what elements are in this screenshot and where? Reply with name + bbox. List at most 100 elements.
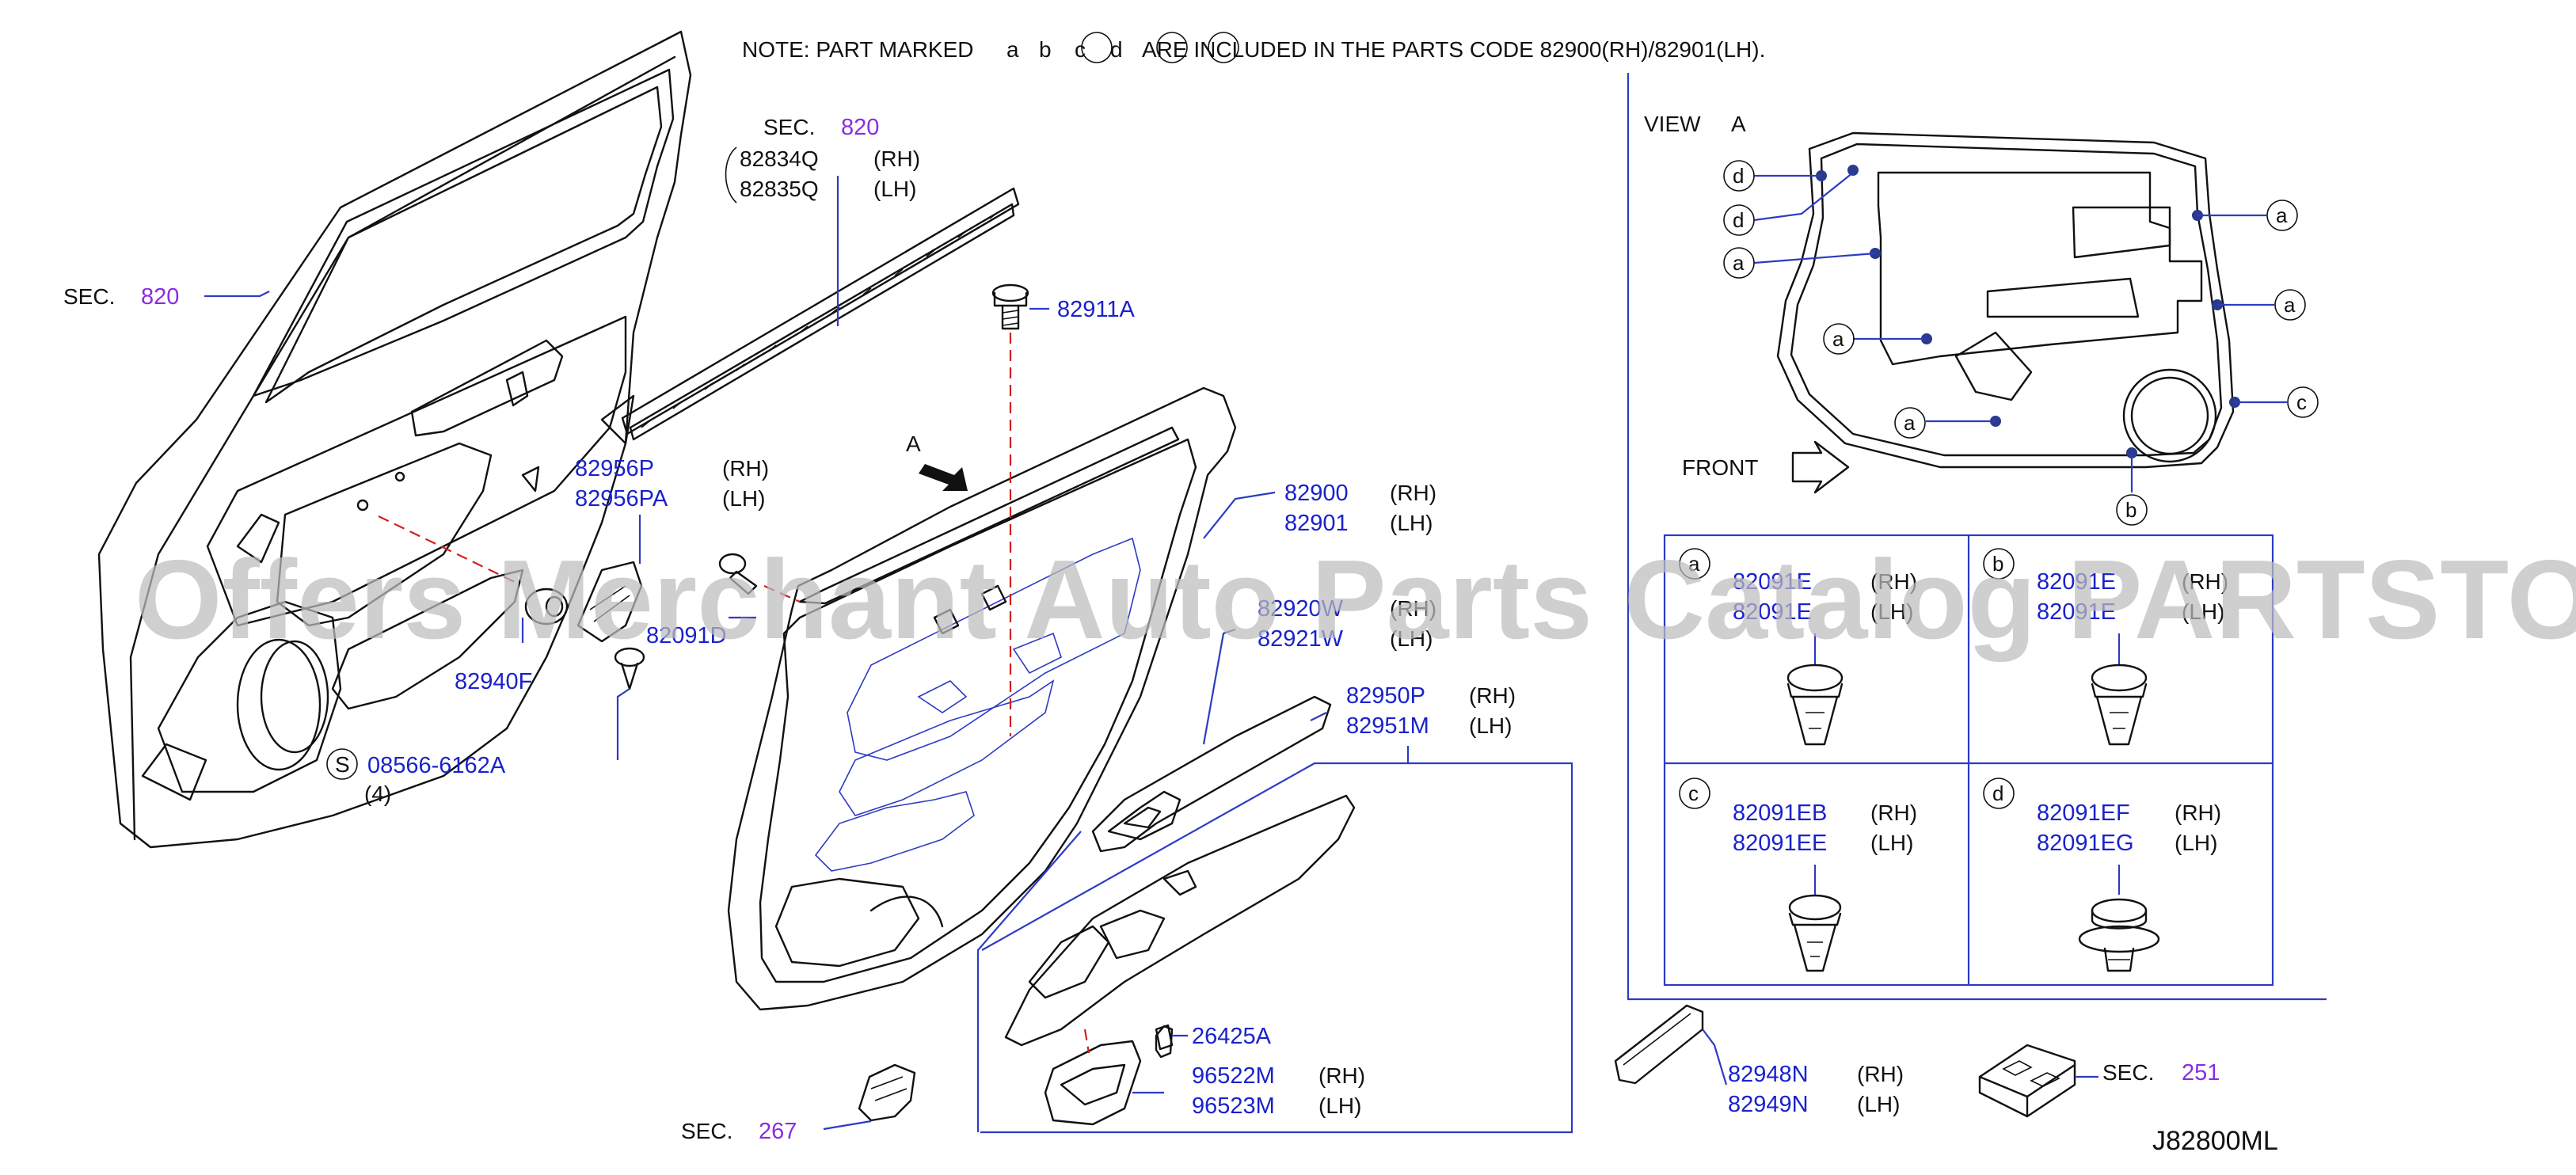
view-a-letter: A <box>1731 112 1746 136</box>
note-mark-d: d <box>1110 37 1123 62</box>
clip-d-side-lh: (LH) <box>2175 831 2217 855</box>
clip-table: a 82091E (RH) 82091E (LH) b 82091E (RH) … <box>1663 534 2274 987</box>
clip-mark-c: c <box>1688 781 1699 805</box>
clip-c-side-lh: (LH) <box>1870 831 1913 855</box>
front-arrow-icon <box>1791 440 1850 494</box>
clip-d-part-lh: 82091EG <box>2037 831 2134 856</box>
bracket-part-lh: 82956PA <box>575 486 668 511</box>
clip-c-part-rh: 82091EB <box>1733 800 1827 826</box>
switch-sec-251-icon <box>1978 1044 2076 1118</box>
note-circle-d <box>1156 32 1188 63</box>
weatherstrip-drawing <box>621 187 1020 441</box>
bracket-side-lh: (LH) <box>722 486 765 511</box>
clip-mark-b: b <box>1992 552 2003 576</box>
clip-b-icon <box>2091 664 2148 746</box>
svg-text:a: a <box>1832 327 1844 351</box>
note-line: NOTE: PART MARKED a b c d ARE INCLUDED I… <box>742 32 1765 63</box>
switch-side-rh: (RH) <box>1318 1063 1365 1088</box>
clip-part: 82091D <box>646 623 727 648</box>
pocket-part-lh: 82921W <box>1258 626 1344 652</box>
clip-82091d-icon <box>718 553 758 595</box>
cover-82948n-icon <box>1614 1004 1704 1085</box>
clip-c-icon <box>1788 894 1842 972</box>
note-suffix: ARE INCLUDED IN THE PARTS CODE 82900(RH)… <box>1142 37 1765 62</box>
clip-mark-d: d <box>1992 781 2003 805</box>
sec-820-weatherstrip-label: SEC. <box>763 115 815 139</box>
front-label: FRONT <box>1682 455 1758 480</box>
clip-mark-a: a <box>1688 552 1700 576</box>
view-mark-a3: a <box>1894 407 1926 439</box>
note-mark-b: b <box>1039 37 1052 62</box>
clip-b-side-lh: (LH) <box>2182 599 2224 624</box>
leader-lines <box>204 176 2098 1132</box>
weatherstrip-brace <box>725 146 737 203</box>
cover-side-lh: (LH) <box>1857 1092 1900 1116</box>
clip-a-part-lh: 82091E <box>1733 599 1812 625</box>
view-a-title: VIEW <box>1644 112 1701 136</box>
view-mark-a1: a <box>1723 247 1755 279</box>
view-mark-a2: a <box>1823 323 1855 355</box>
bracket-82956-icon <box>576 561 643 643</box>
view-mark-a4: a <box>2266 200 2298 231</box>
switch-part-lh: 96523M <box>1192 1093 1275 1119</box>
lamp-part: 26425A <box>1192 1024 1272 1049</box>
clip-d-side-rh: (RH) <box>2175 800 2221 825</box>
svg-text:a: a <box>1904 411 1916 435</box>
note-prefix: NOTE: PART MARKED <box>742 37 974 62</box>
svg-text:a: a <box>1733 251 1745 275</box>
view-a-panel: VIEW A d d a a a a <box>1627 73 2327 1001</box>
pocket-side-rh: (RH) <box>1390 596 1436 621</box>
weatherstrip-side-lh: (LH) <box>873 177 916 201</box>
pocket-part-rh: 82920W <box>1258 596 1344 622</box>
sec-251-value: 251 <box>2182 1060 2220 1086</box>
sec-820-door-label: SEC. <box>63 284 115 309</box>
switch-side-lh: (LH) <box>1318 1093 1361 1118</box>
trim-board-drawing <box>727 386 1237 1011</box>
trim-side-rh: (RH) <box>1390 481 1436 505</box>
note-circle-e <box>1208 32 1239 63</box>
note-mark-a: a <box>1006 37 1019 62</box>
view-mark-d2: d <box>1723 204 1755 236</box>
trim-part-rh: 82900 <box>1284 481 1349 506</box>
clip-b-part-rh: 82091E <box>2037 569 2116 595</box>
door-panel-drawing <box>97 30 692 849</box>
armrest-part-rh: 82950P <box>1346 683 1425 709</box>
armrest-side-lh: (LH) <box>1469 713 1512 738</box>
sec-820-door-value: 820 <box>141 284 179 310</box>
svg-text:d: d <box>1733 164 1744 188</box>
trim-side-lh: (LH) <box>1390 511 1433 535</box>
weatherstrip-side-rh: (RH) <box>873 146 920 171</box>
pocket-drawing <box>1091 695 1332 853</box>
clip-c-side-rh: (RH) <box>1870 800 1917 825</box>
screw-part: 08566-6162A <box>367 753 506 778</box>
weatherstrip-part-lh: 82835Q <box>740 177 819 201</box>
note-mark-c: c <box>1075 37 1086 62</box>
clip-a-part-rh: 82091E <box>1733 569 1812 595</box>
clip-a-icon <box>1786 664 1844 746</box>
clip-c-part-lh: 82091EE <box>1733 831 1827 856</box>
armrest-side-rh: (RH) <box>1469 683 1516 708</box>
note-circle-c <box>1081 32 1113 63</box>
armrest-group-box <box>980 762 1573 1134</box>
sec-267-label: SEC. <box>681 1119 732 1143</box>
screw-symbol: S <box>335 752 350 777</box>
bolt-part: 82911A <box>1057 297 1135 322</box>
cover-part-rh: 82948N <box>1728 1062 1809 1087</box>
view-arrow: A <box>906 432 968 491</box>
screw-qty: (4) <box>364 781 391 806</box>
labels: SEC. 820 SEC. 820 82834Q (RH) 82835Q (LH… <box>63 115 2278 1156</box>
clip-d-part-rh: 82091EF <box>2037 800 2130 826</box>
svg-text:a: a <box>2284 293 2296 317</box>
view-arrow-label: A <box>906 432 921 456</box>
sec-251-label: SEC. <box>2102 1060 2154 1085</box>
clip-table-grid <box>1665 535 2273 985</box>
bracket-side-rh: (RH) <box>722 456 769 481</box>
armrest-part-lh: 82951M <box>1346 713 1429 739</box>
cover-side-rh: (RH) <box>1857 1062 1904 1086</box>
bolt-82911a-icon <box>991 283 1029 330</box>
watermark: Offers Merchant Auto Parts Catalog PARTS… <box>135 537 2576 663</box>
svg-text:b: b <box>2125 498 2137 522</box>
sec-820-weatherstrip-value: 820 <box>841 115 879 140</box>
grommet-82940f-icon <box>524 588 569 626</box>
clip-b-part-lh: 82091E <box>2037 599 2116 625</box>
